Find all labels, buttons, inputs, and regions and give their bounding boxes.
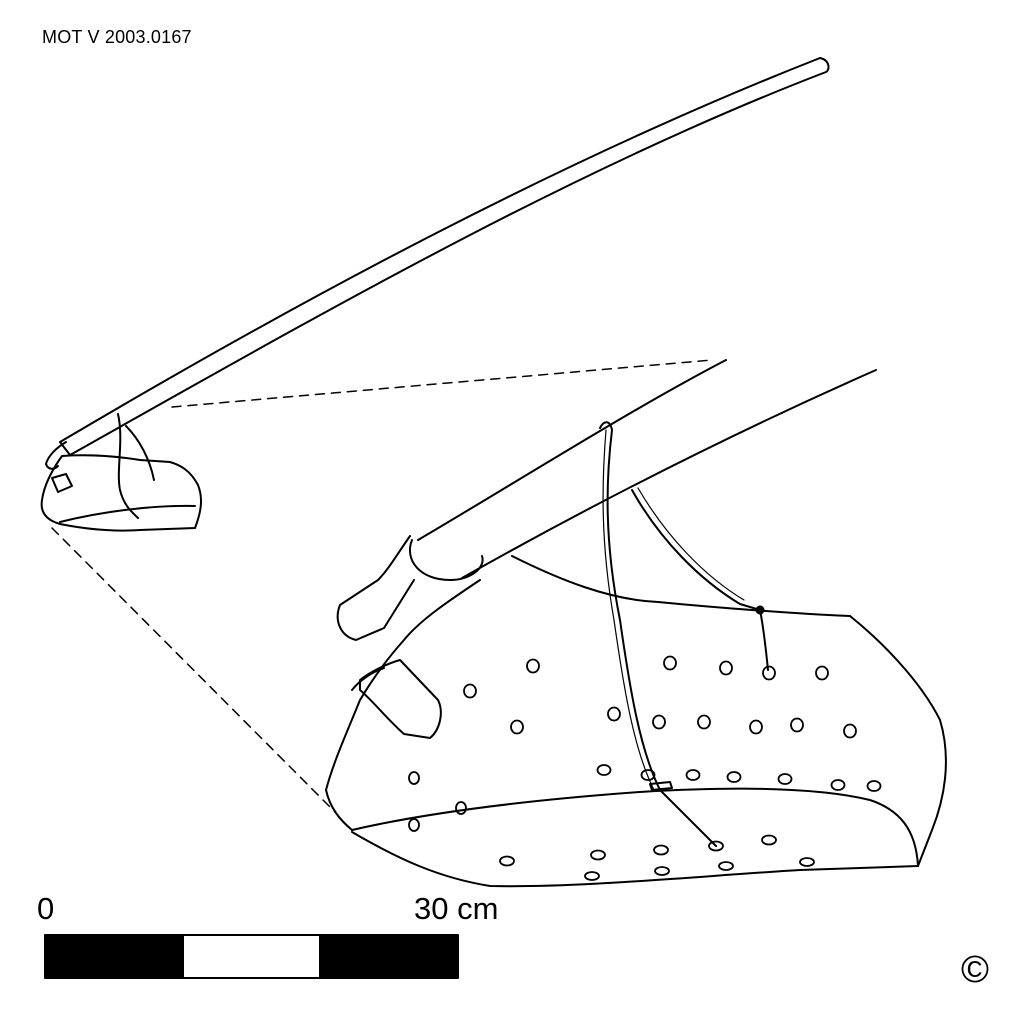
detail-bag-holes [408, 655, 882, 881]
scale-start-label: 0 [37, 891, 55, 926]
catalog-number: MOT V 2003.0167 [42, 27, 192, 47]
scale-bar-segment [44, 934, 184, 979]
detail-shaft-bottom-edge [461, 369, 877, 579]
bag-hole [843, 723, 857, 739]
overview-figure [40, 57, 830, 532]
overview-cord-1 [117, 413, 139, 519]
bag-hole [718, 861, 734, 871]
bag-hole [455, 801, 467, 815]
scale-bar-segment [319, 934, 459, 979]
bag-hole [830, 779, 846, 791]
bag-hole [526, 658, 540, 674]
detail-cord-branch [631, 489, 769, 671]
overview-cord-2 [125, 425, 155, 481]
detail-cord-branch-inner [637, 487, 745, 601]
bag-hole [708, 840, 724, 852]
projection-line-bottom [51, 527, 336, 813]
projection-lines [51, 359, 713, 813]
bag-hole [663, 655, 677, 671]
detail-bag-flap-inner [351, 667, 385, 691]
overview-bag [40, 454, 203, 532]
bag-hole [463, 683, 477, 699]
bag-hole [790, 717, 804, 733]
detail-bag-left-side [325, 579, 481, 831]
bag-hole [640, 769, 656, 781]
bag-hole [866, 780, 882, 792]
bag-hole [697, 714, 711, 730]
detail-bag-bottom-seam [351, 787, 919, 867]
scale-bar [44, 934, 459, 979]
detail-bag-bottom-outline [351, 831, 919, 888]
bag-hole [749, 719, 763, 735]
detail-cord-main-inner [602, 429, 655, 791]
bag-hole [408, 818, 420, 832]
bag-hole [653, 844, 669, 856]
bag-hole [590, 849, 606, 861]
bag-hole [799, 857, 815, 867]
bag-hole [719, 660, 733, 676]
detail-bag-flap [359, 659, 442, 739]
bag-hole [607, 706, 621, 722]
detail-cord-main [599, 421, 717, 847]
bag-hole [596, 764, 612, 776]
overview-bag-fold [51, 473, 73, 493]
bag-hole [815, 665, 829, 681]
detail-cord-knot [755, 605, 765, 615]
scale-bar-segment [182, 934, 321, 979]
detail-shaft-top-edge [417, 359, 727, 541]
detail-bag-upper-seam [511, 555, 851, 617]
bag-hole [762, 665, 776, 681]
bag-hole [777, 773, 793, 785]
bag-hole [510, 719, 524, 735]
detail-figure [325, 359, 947, 888]
bag-hole [652, 714, 666, 730]
detail-cord-clip [649, 781, 673, 791]
copyright-icon: © [961, 949, 989, 991]
projection-line-top [171, 359, 713, 408]
bag-hole [584, 871, 600, 881]
bag-hole [685, 769, 701, 781]
bag-hole [654, 866, 670, 876]
bag-hole [726, 771, 742, 783]
scale-end-label: 30 cm [414, 891, 499, 926]
bag-hole [408, 771, 420, 785]
overview-bag-bottom [59, 504, 196, 523]
bag-hole [499, 855, 515, 867]
detail-bag-right-side [849, 615, 947, 867]
detail-shaft-ring [409, 539, 484, 581]
overview-shaft [59, 57, 830, 456]
detail-shaft-cap [336, 535, 415, 641]
bag-hole [761, 834, 777, 846]
